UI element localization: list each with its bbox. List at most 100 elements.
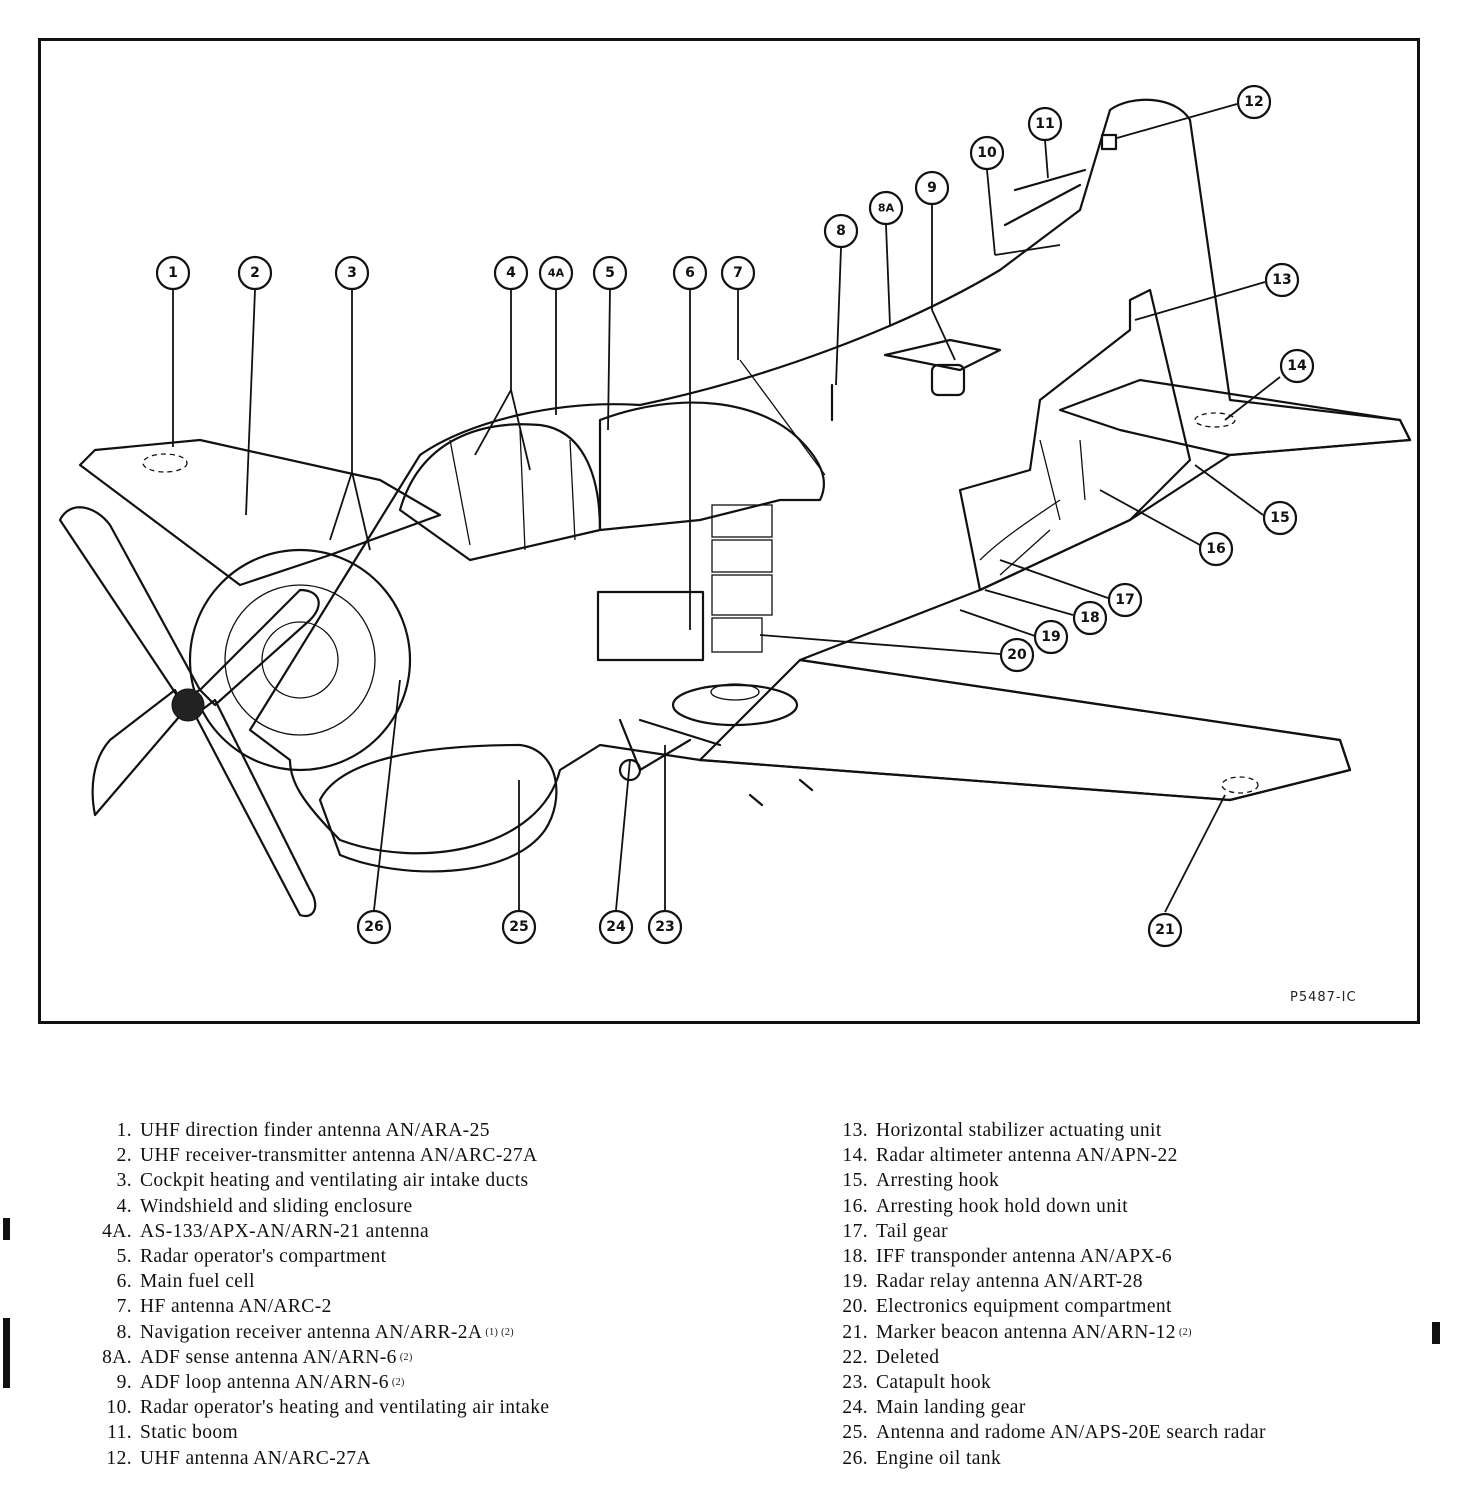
- legend-item: 21.Marker beacon antenna AN/ARN-12(2): [826, 1320, 1426, 1345]
- legend-item-number: 9.: [116, 1372, 132, 1394]
- svg-text:6: 6: [685, 265, 695, 281]
- callout-9: 9: [914, 170, 950, 206]
- callout-8: 8: [823, 213, 859, 249]
- legend-item-text: AS-133/APX-AN/ARN-21 antenna: [140, 1220, 430, 1242]
- legend-item-number: 16.: [842, 1195, 868, 1217]
- svg-text:12: 12: [1244, 94, 1263, 110]
- callout-13: 13: [1264, 262, 1300, 298]
- margin-mark: [1432, 1322, 1440, 1344]
- legend-item-number: 24.: [842, 1397, 868, 1419]
- legend-item: 1. UHF direction finder antenna AN/ARA-25: [96, 1118, 716, 1143]
- legend-item: 8.Navigation receiver antenna AN/ARR-2A(…: [96, 1320, 716, 1345]
- uhf-antenna-box: [1100, 133, 1118, 151]
- callout-21: 21: [1147, 912, 1183, 948]
- legend-item: 18.IFF transponder antenna AN/APX-6: [826, 1244, 1426, 1269]
- main-wheel: [671, 683, 799, 727]
- legend-item: 5.Radar operator's compartment: [96, 1244, 716, 1269]
- callout-16: 16: [1198, 531, 1234, 567]
- legend-item-text: Antenna and radome AN/APS-20E search rad…: [876, 1422, 1266, 1444]
- legend-item-number: 14.: [842, 1145, 868, 1167]
- legend-item-text: Radar relay antenna AN/ART-28: [876, 1271, 1143, 1293]
- callout-14: 14: [1279, 348, 1315, 384]
- electronics-compartment-boxes: [711, 504, 773, 653]
- callout-markers: 1 2 3 4 4A 5 6 7 8 8A 9 10 11 12 13 14 1…: [155, 84, 1315, 948]
- legend-item-text: Main fuel cell: [140, 1271, 255, 1293]
- legend-item-text: Arresting hook: [876, 1170, 1000, 1192]
- legend-item: 2.UHF receiver-transmitter antenna AN/AR…: [96, 1143, 716, 1168]
- margin-mark: [3, 1318, 10, 1388]
- legend-item-number: 20.: [842, 1296, 868, 1318]
- legend-item-number: 7.: [116, 1296, 132, 1318]
- svg-text:25: 25: [509, 919, 528, 935]
- svg-text:8: 8: [836, 223, 846, 239]
- svg-text:26: 26: [364, 919, 383, 935]
- callout-8a: 8A: [868, 190, 904, 226]
- callout-6: 6: [672, 255, 708, 291]
- legend-item: 3.Cockpit heating and ventilating air in…: [96, 1168, 716, 1193]
- legend-item: 13.Horizontal stabilizer actuating unit: [826, 1118, 1426, 1143]
- callout-15: 15: [1262, 500, 1298, 536]
- static-boom: [1003, 168, 1087, 227]
- legend-item-text: UHF direction finder antenna AN/ARA-25: [140, 1120, 490, 1141]
- svg-text:4: 4: [506, 265, 516, 281]
- legend-item: 4A. AS-133/APX-AN/ARN-21 antenna: [96, 1219, 716, 1244]
- legend-item-text: Radar altimeter antenna AN/APN-22: [876, 1145, 1178, 1167]
- aircraft-illustration: [58, 98, 1412, 918]
- underwing-fittings: [748, 778, 814, 807]
- callout-17: 17: [1107, 582, 1143, 618]
- radar-altimeter-antenna-outline: [1194, 412, 1236, 428]
- legend-item-number: 23.: [842, 1372, 868, 1394]
- drawing-code: P5487-IC: [1290, 990, 1357, 1005]
- legend-item-number: 21.: [842, 1321, 868, 1343]
- legend-item: 4.Windshield and sliding enclosure: [96, 1194, 716, 1219]
- tail-cutaway: [958, 288, 1192, 592]
- legend-item-text: Engine oil tank: [876, 1447, 1002, 1469]
- legend-item-note: (2): [1178, 1326, 1192, 1338]
- legend-item-number: 18.: [842, 1246, 868, 1268]
- callout-7: 7: [720, 255, 756, 291]
- legend-item-note: (1) (2): [485, 1326, 515, 1338]
- search-radar-radome: [318, 743, 558, 873]
- svg-text:21: 21: [1155, 922, 1174, 938]
- callout-18: 18: [1072, 600, 1108, 636]
- legend-item-text: Arresting hook hold down unit: [876, 1195, 1129, 1217]
- legend-item-number: 11.: [107, 1422, 132, 1444]
- svg-text:3: 3: [347, 265, 357, 281]
- main-wheel-hub: [710, 683, 760, 701]
- legend-item: 25. Antenna and radome AN/APS-20E search …: [826, 1420, 1426, 1445]
- legend-item-text: HF antenna AN/ARC-2: [140, 1296, 332, 1318]
- legend-item-text: ADF sense antenna AN/ARN-6: [140, 1346, 397, 1368]
- callout-19: 19: [1033, 619, 1069, 655]
- legend-item-text: Catapult hook: [876, 1372, 992, 1394]
- legend-item-number: 4A.: [102, 1220, 132, 1242]
- legend-item: 19. Radar relay antenna AN/ART-28: [826, 1269, 1426, 1294]
- callout-23: 23: [647, 909, 683, 945]
- propeller: [58, 506, 320, 918]
- main-fuel-cell-outline: [596, 590, 705, 662]
- legend-item-text: Horizontal stabilizer actuating unit: [876, 1120, 1162, 1141]
- svg-text:7: 7: [733, 265, 743, 281]
- legend-item-number: 19.: [842, 1271, 868, 1293]
- legend-item-number: 1.: [116, 1120, 132, 1141]
- svg-text:17: 17: [1115, 592, 1134, 608]
- legend-item-number: 3.: [116, 1170, 132, 1192]
- right-wing-antenna-outline: [1221, 776, 1259, 794]
- legend-item: 17.Tail gear: [826, 1219, 1426, 1244]
- callout-2: 2: [237, 255, 273, 291]
- svg-text:8A: 8A: [878, 202, 895, 215]
- svg-text:10: 10: [977, 145, 997, 161]
- svg-text:13: 13: [1272, 272, 1291, 288]
- callout-4: 4: [493, 255, 529, 291]
- adf-loop-dome: [930, 363, 966, 397]
- fuselage: [248, 98, 1412, 855]
- legend-item-number: 25.: [842, 1422, 868, 1444]
- svg-text:1: 1: [168, 265, 178, 281]
- hf-antenna-wire: [739, 359, 826, 476]
- legend-item: 7. HF antenna AN/ARC-2: [96, 1294, 716, 1319]
- legend-item-text: Radar operator's heating and ventilating…: [140, 1397, 550, 1419]
- legend-item-text: Navigation receiver antenna AN/ARR-2A: [140, 1321, 483, 1343]
- legend-item: 24.Main landing gear: [826, 1395, 1426, 1420]
- callout-10: 10: [969, 135, 1005, 171]
- legend-item: 14. Radar altimeter antenna AN/APN-22: [826, 1143, 1426, 1168]
